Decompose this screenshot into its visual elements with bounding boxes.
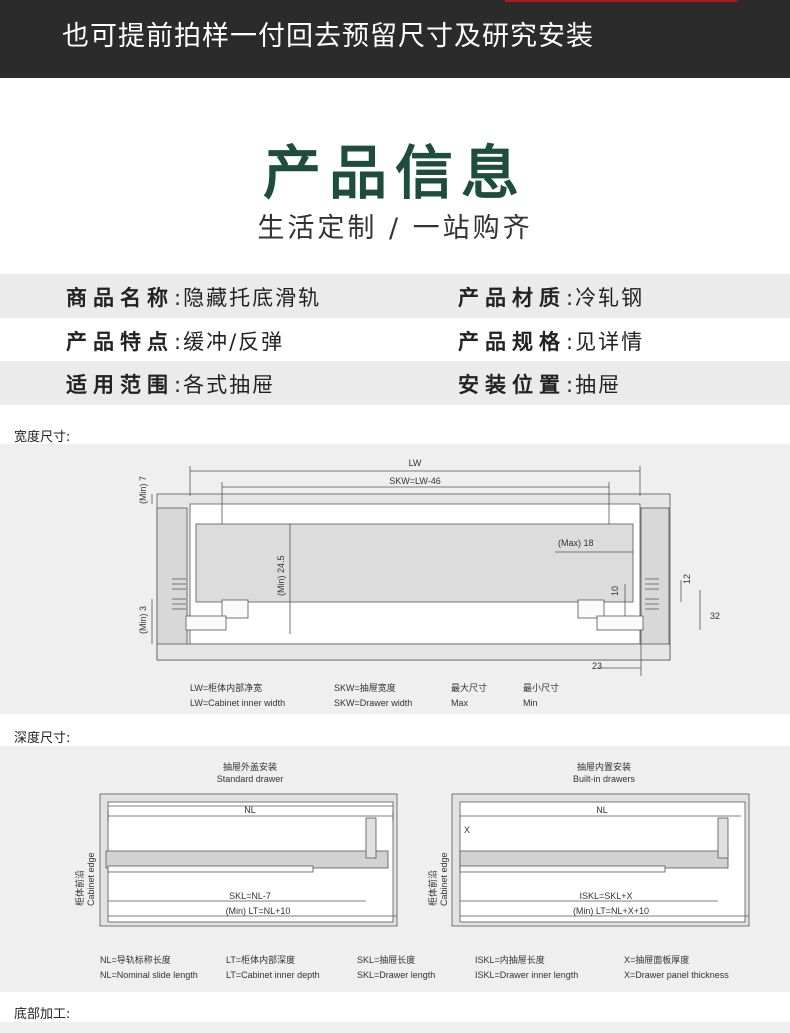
info-item-feature: 产品特点:缓冲/反弹 [66,330,285,354]
right-edge-en: Cabinet edge [439,852,449,906]
right-iskl: ISKL=SKL+X [579,891,632,901]
dim-min-3: (Min) 3 [138,606,148,634]
dim-skw: SKW=LW-46 [389,476,440,486]
legend-iskl-en: ISKL=Drawer inner length [475,970,578,980]
legend-lw-en: LW=Cabinet inner width [190,698,285,708]
left-lt: (Min) LT=NL+10 [226,906,291,916]
legend-max-cn: 最大尺寸 [451,682,487,693]
left-nl: NL [244,805,256,815]
info-item-usage: 适用范围:各式抽屉 [66,373,276,397]
legend-lt-cn: LT=柜体内部深度 [226,954,295,965]
info-item-position: 安装位置:抽屉 [458,373,622,397]
legend-nl-cn: NL=导轨标称长度 [100,954,171,965]
info-item-spec: 产品规格:见详情 [458,330,645,354]
page-subtitle: 生活定制 / 一站购齐 [257,213,533,244]
legend-max-en: Max [451,698,469,708]
legend-min-cn: 最小尺寸 [523,682,559,693]
right-nl: NL [596,805,608,815]
right-x: X [464,825,470,835]
info-row-1: 商品名称:隐藏托底滑轨 产品材质:冷轧钢 [0,274,790,318]
left-title-en: Standard drawer [217,774,284,784]
right-title-cn: 抽屉内置安装 [577,761,631,772]
legend-x-cn: X=抽屉面板厚度 [624,954,689,965]
depth-diagram-panel: 抽屉外盖安装 Standard drawer NL SKL=NL-7 (Min)… [0,746,790,992]
accent-line [505,0,737,2]
left-title-cn: 抽屉外盖安装 [223,761,277,772]
page-title: 产品信息 [262,139,527,207]
legend-nl-en: NL=Nominal slide length [100,970,198,980]
depth-diagram: 抽屉外盖安装 Standard drawer NL SKL=NL-7 (Min)… [74,761,750,980]
dim-max-18: (Max) 18 [558,538,594,548]
dim-min-24-5: (Min) 24.5 [276,555,286,596]
bottom-section-label: 底部加工: [14,1007,71,1022]
legend-lw-cn: LW=柜体内部净宽 [190,682,262,693]
dim-32: 32 [710,611,720,621]
banner-text: 也可提前拍样一付回去预留尺寸及研究安装 [62,21,594,52]
legend-skl-en: SKL=Drawer length [357,970,435,980]
legend-skw-cn: SKW=抽屉宽度 [334,682,396,693]
legend-min-en: Min [523,698,538,708]
left-edge-en: Cabinet edge [86,852,96,906]
right-lt: (Min) LT=NL+X+10 [573,906,649,916]
bottom-diagram-panel [0,1022,790,1033]
top-banner: 也可提前拍样一付回去预留尺寸及研究安装 [0,0,790,78]
legend-x-en: X=Drawer panel thickness [624,970,729,980]
legend-skl-cn: SKL=抽屉长度 [357,954,415,965]
left-edge-cn: 柜体前沿 [74,870,85,906]
info-item-name: 商品名称:隐藏托底滑轨 [66,286,322,310]
width-diagram: LW SKW=LW-46 (Min) 7 (Min) 24.5 (Max) 18… [138,458,720,708]
dim-min-7: (Min) 7 [138,476,148,504]
right-edge-cn: 柜体前沿 [427,870,438,906]
legend-iskl-cn: ISKL=内抽屉长度 [475,954,545,965]
legend-skw-en: SKW=Drawer width [334,698,412,708]
dim-10: 10 [610,586,620,596]
left-skl: SKL=NL-7 [229,891,271,901]
depth-section-label: 深度尺寸: [14,731,71,746]
info-row-3: 适用范围:各式抽屉 安装位置:抽屉 [0,361,790,405]
width-diagram-panel: LW SKW=LW-46 (Min) 7 (Min) 24.5 (Max) 18… [0,444,790,714]
info-row-2: 产品特点:缓冲/反弹 产品规格:见详情 [0,318,790,362]
legend-lt-en: LT=Cabinet inner depth [226,970,320,980]
width-section-label: 宽度尺寸: [14,430,71,445]
right-title-en: Built-in drawers [573,774,636,784]
dim-lw: LW [409,458,422,468]
info-item-material: 产品材质:冷轧钢 [458,286,645,310]
dim-12: 12 [682,574,692,584]
dim-23: 23 [592,661,602,671]
